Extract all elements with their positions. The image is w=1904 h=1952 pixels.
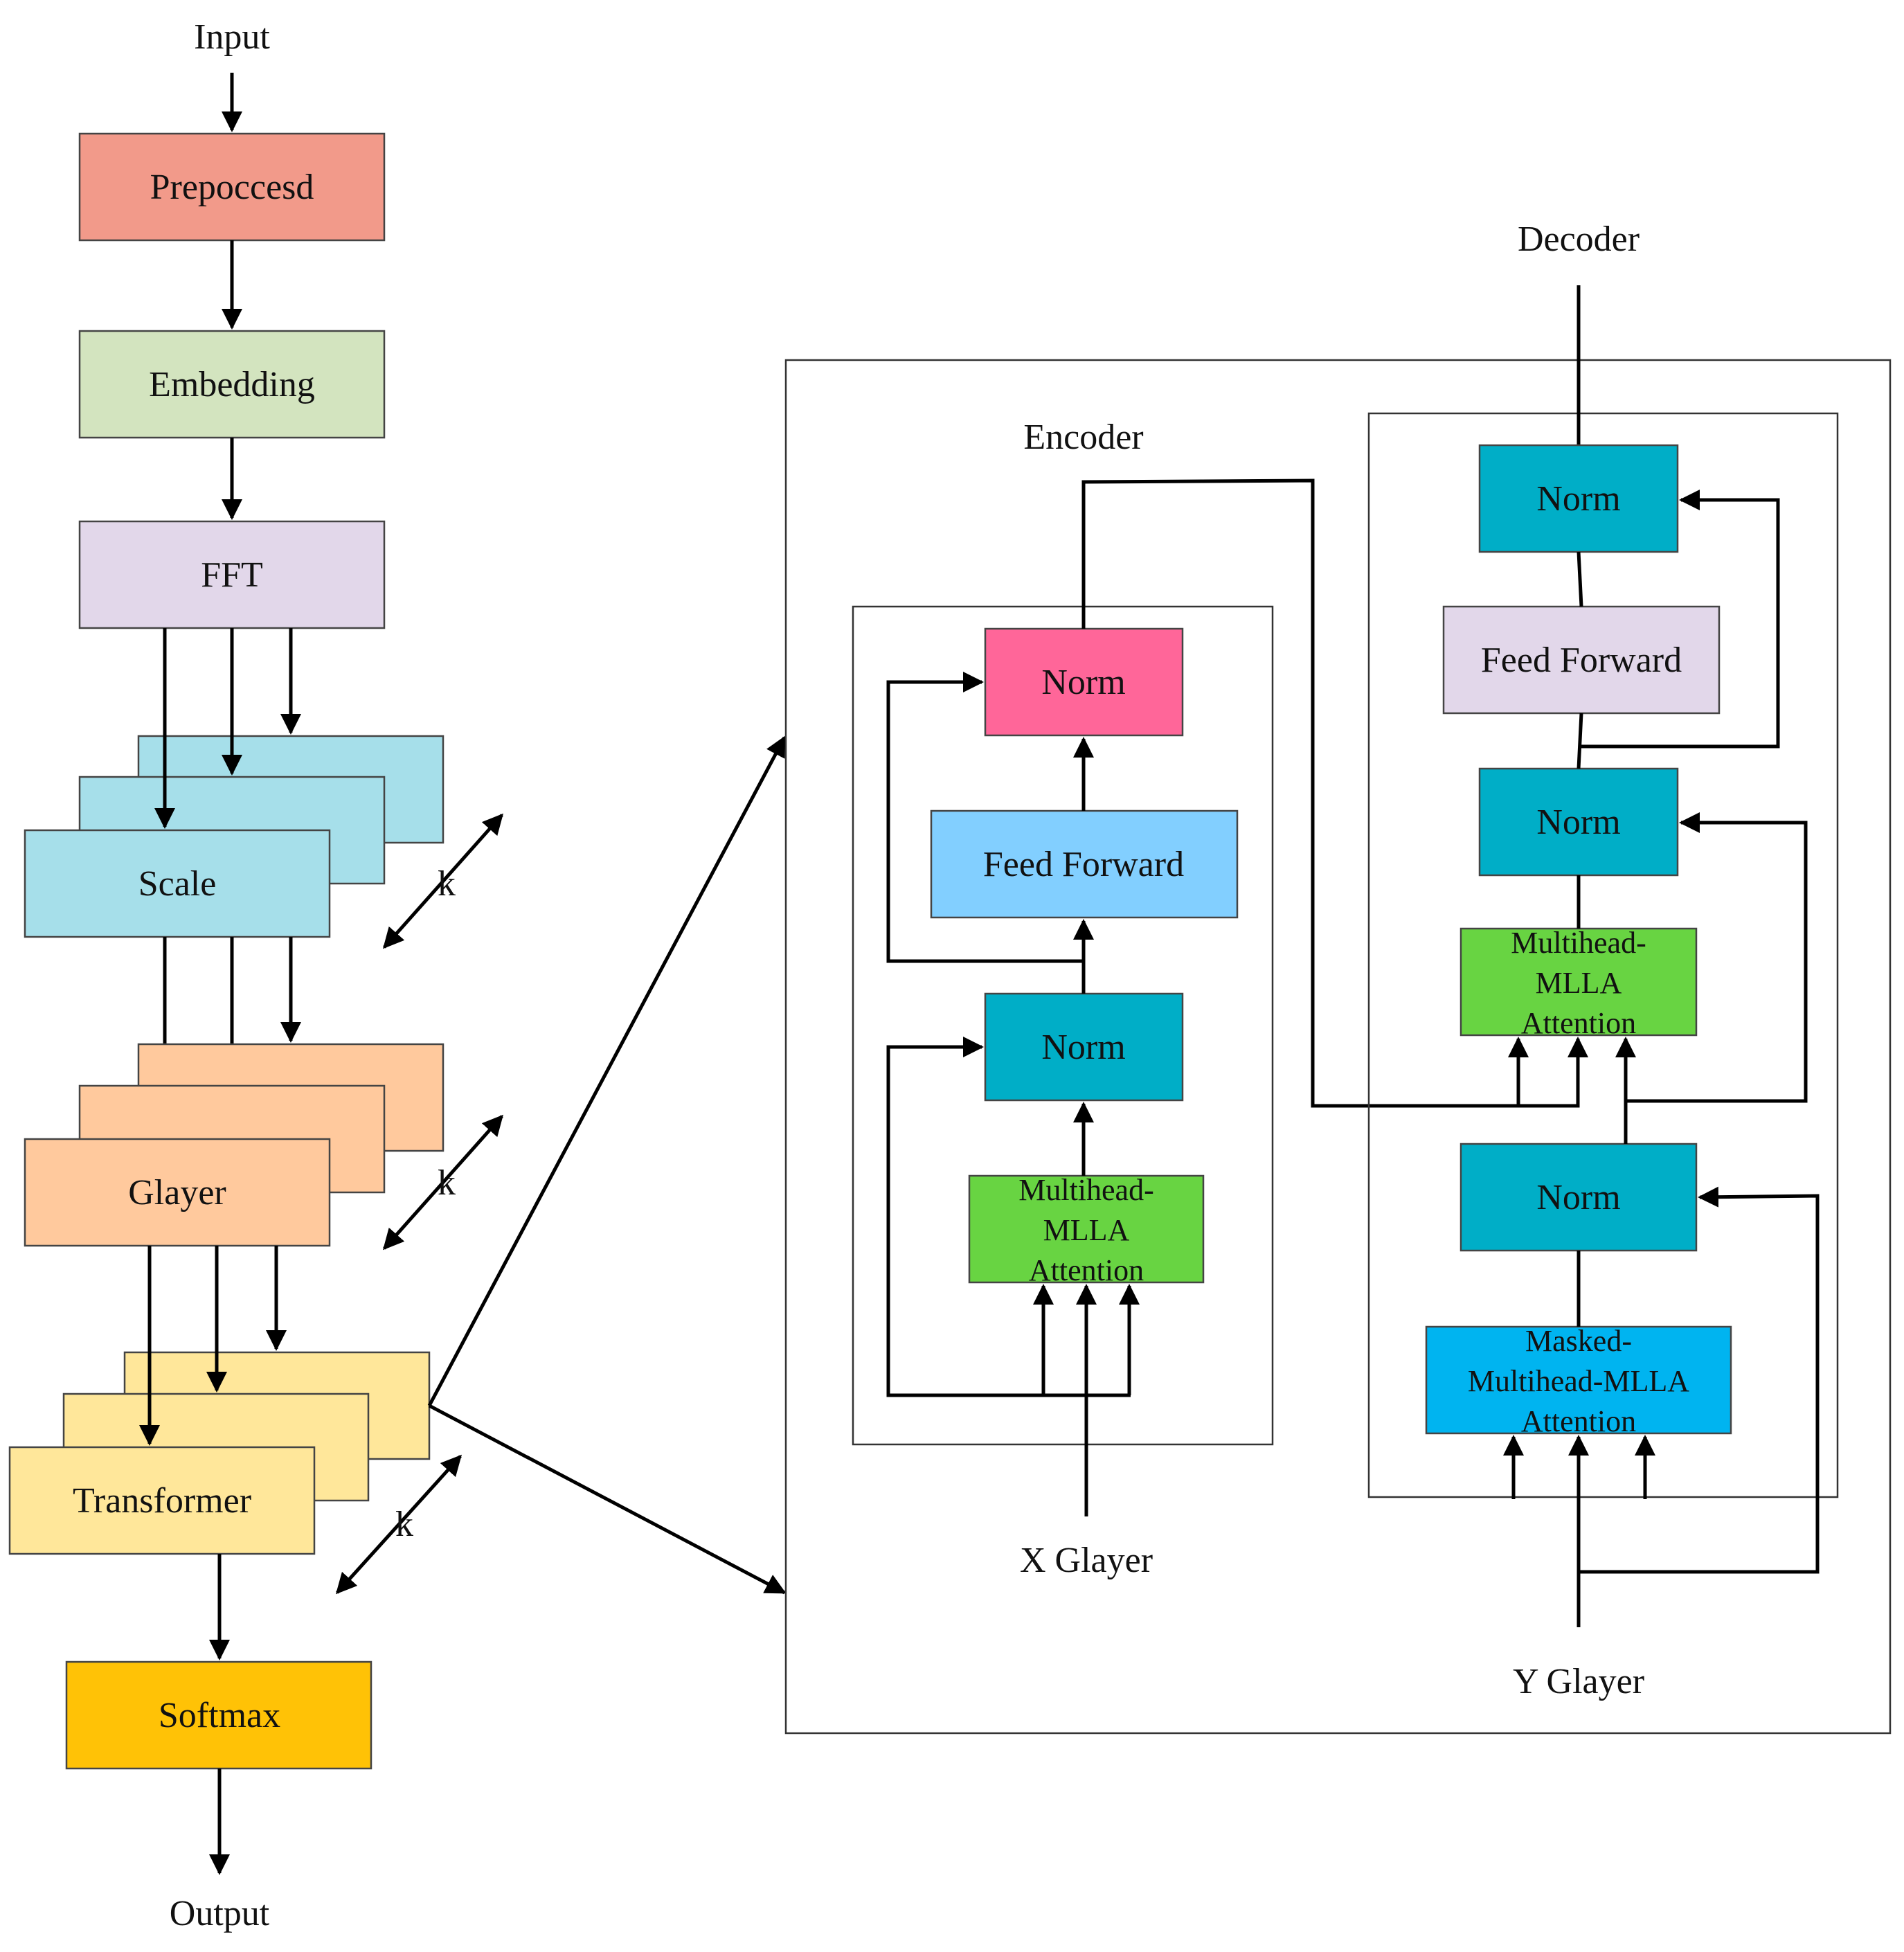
transformer-block-front: [8, 1446, 316, 1555]
output-label: Output: [170, 1894, 270, 1933]
preprocess-label: Prepoccesd: [150, 168, 314, 207]
scale-label: Scale: [138, 864, 217, 904]
decoder-residual-masked: [1579, 1186, 1820, 1574]
decoder-attention-line-2: MLLA: [1536, 966, 1622, 1000]
encoder-feed-forward-label: Feed Forward: [983, 845, 1184, 884]
embedding-label: Embedding: [149, 365, 315, 404]
encoder-residual-ff: [886, 672, 1084, 963]
encoder-title: Encoder: [1023, 418, 1143, 457]
decoder-attention-line-3: Attention: [1521, 1006, 1636, 1040]
decoder-masked-line-3: Attention: [1521, 1404, 1636, 1438]
decoder-residual-attention: [1626, 812, 1808, 1103]
encoder-attention-line-3: Attention: [1029, 1253, 1144, 1287]
transformer-label: Transformer: [73, 1481, 251, 1521]
scale-block-front: [24, 829, 331, 938]
glayer-label: Glayer: [128, 1173, 226, 1212]
encoder-norm-bottom-label: Norm: [1041, 1028, 1125, 1067]
encoder-norm-bottom: [984, 992, 1184, 1102]
decoder-masked-line-1: Masked-: [1525, 1324, 1632, 1358]
decoder-norm-mid-label: Norm: [1536, 803, 1620, 842]
decoder-title: Decoder: [1518, 220, 1640, 259]
zoom-line-top: [427, 735, 787, 1407]
decoder-norm-top-label: Norm: [1536, 479, 1620, 519]
encoder-norm-top-label: Norm: [1041, 663, 1125, 702]
glayer-block-front: [24, 1138, 331, 1247]
softmax-label: Softmax: [159, 1696, 280, 1735]
decoder-masked-attention: [1425, 1325, 1732, 1435]
decoder-ff-to-norm-top: [1577, 551, 1583, 607]
fft-label: FFT: [201, 555, 263, 595]
k-label-transformer: k: [395, 1505, 413, 1544]
decoder-masked-line-2: Multihead-MLLA: [1468, 1364, 1689, 1398]
zoom-line-bottom: [428, 1404, 787, 1595]
decoder-frame: [1367, 412, 1839, 1498]
encoder-attention-line-1: Multihead-: [1018, 1173, 1154, 1207]
decoder-feed-forward-label: Feed Forward: [1481, 641, 1682, 680]
k-double-arrow-scale: [383, 813, 503, 949]
decoder-norm-low-label: Norm: [1536, 1178, 1620, 1217]
decoder-attention-line-1: Multihead-: [1511, 926, 1646, 960]
decoder-input-label: Y Glayer: [1513, 1662, 1644, 1701]
k-label-glayer: k: [438, 1163, 456, 1203]
encoder-input-label: X Glayer: [1020, 1541, 1153, 1580]
encoder-feed-forward: [930, 809, 1239, 919]
encoder-frame: [852, 605, 1274, 1446]
input-label: Input: [194, 17, 270, 57]
decoder-residual-ff: [1581, 490, 1780, 749]
softmax-block: [65, 1660, 372, 1770]
transformer-detail-frame: [784, 359, 1892, 1735]
decoder-norm-mid-to-ff: [1577, 713, 1583, 769]
decoder-norm-low: [1460, 1143, 1698, 1252]
encoder-attention: [968, 1174, 1205, 1284]
encoder-norm-top: [984, 627, 1184, 737]
decoder-norm-top: [1478, 444, 1679, 553]
embedding-block: [78, 330, 386, 439]
k-double-arrow-glayer: [383, 1114, 503, 1251]
encoder-attention-line-2: MLLA: [1043, 1213, 1130, 1247]
k-label-scale: k: [438, 864, 456, 904]
encoder-residual-attention: [886, 1037, 1131, 1397]
k-double-arrow-transformer: [335, 1454, 462, 1595]
fft-block: [78, 520, 386, 629]
encoder-output-to-decoder: [1081, 478, 1588, 1108]
